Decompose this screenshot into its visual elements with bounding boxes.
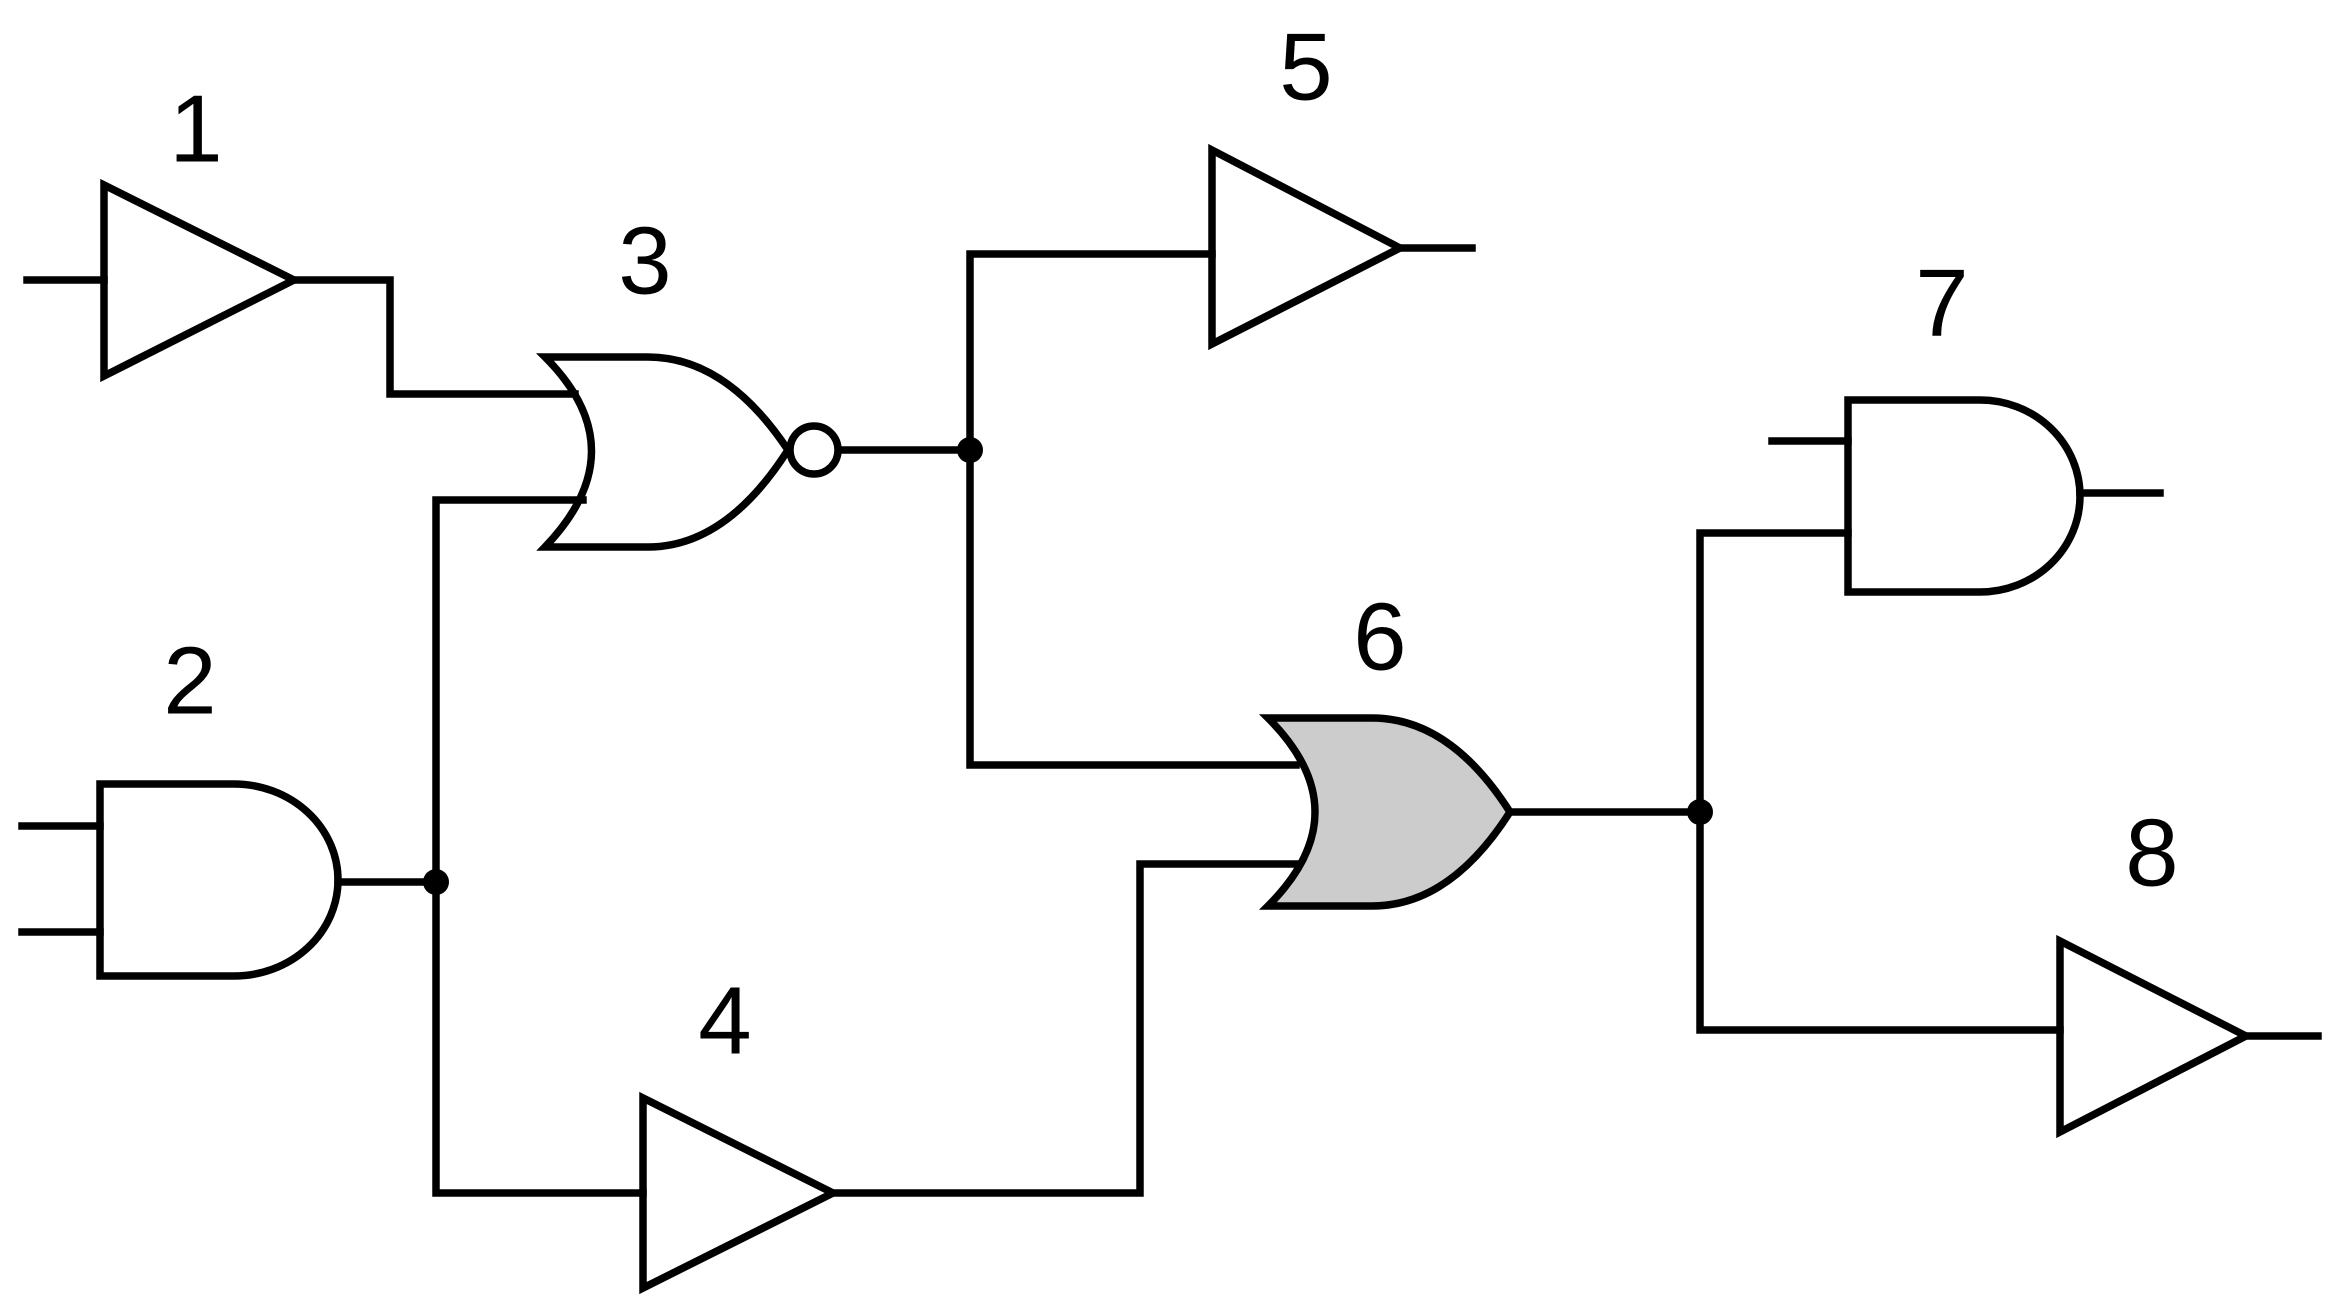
gate-4-label: 4 xyxy=(698,967,751,1074)
gate-1-buffer xyxy=(100,178,303,383)
junction-dot xyxy=(957,437,983,463)
gate-3-nor xyxy=(535,353,842,551)
inversion-bubble xyxy=(786,422,842,478)
gate-labels: 1 2 3 4 5 6 7 8 xyxy=(163,13,2178,1074)
wire-gate-2-to-gate-3 xyxy=(432,496,587,886)
gate-2-label: 2 xyxy=(163,627,216,734)
or-gate-symbol xyxy=(1258,714,1515,910)
gate-3-label: 3 xyxy=(618,207,671,314)
gate-7-and xyxy=(1844,396,2084,596)
wire-gate-3-to-gate-5 xyxy=(966,250,1216,454)
wire-gate-6-to-gate-8 xyxy=(1696,808,2064,1034)
and-gate-symbol xyxy=(1844,396,2084,596)
wire-gate-1-to-gate-3 xyxy=(290,276,579,398)
junctions xyxy=(423,437,1713,895)
junction-dot xyxy=(423,869,449,895)
gate-8-buffer xyxy=(2056,934,2255,1139)
gate-6-or xyxy=(1258,714,1515,910)
wire-gate-3-to-gate-6 xyxy=(966,446,1300,769)
wire-gate-2-to-gate-4 xyxy=(432,878,647,1197)
nor-gate-symbol xyxy=(535,353,793,551)
gate-1-label: 1 xyxy=(169,75,222,182)
buffer-gate-symbol xyxy=(639,1091,842,1295)
junction-dot xyxy=(1687,799,1713,825)
buffer-gate-symbol xyxy=(2056,934,2255,1139)
wire-gate-6-to-gate-7 xyxy=(1696,529,1852,816)
buffer-gate-symbol xyxy=(100,178,303,383)
gate-8-label: 8 xyxy=(2125,799,2178,906)
gate-4-buffer xyxy=(639,1091,842,1295)
gate-2-and xyxy=(96,780,342,980)
gate-5-label: 5 xyxy=(1279,13,1332,120)
and-gate-symbol xyxy=(96,780,342,980)
gate-5-buffer xyxy=(1208,143,1409,351)
wires xyxy=(18,244,2322,1197)
buffer-gate-symbol xyxy=(1208,143,1409,351)
gate-6-label: 6 xyxy=(1353,583,1406,690)
wire-gate-4-to-gate-6 xyxy=(829,860,1306,1197)
gate-7-label: 7 xyxy=(1915,249,1968,356)
